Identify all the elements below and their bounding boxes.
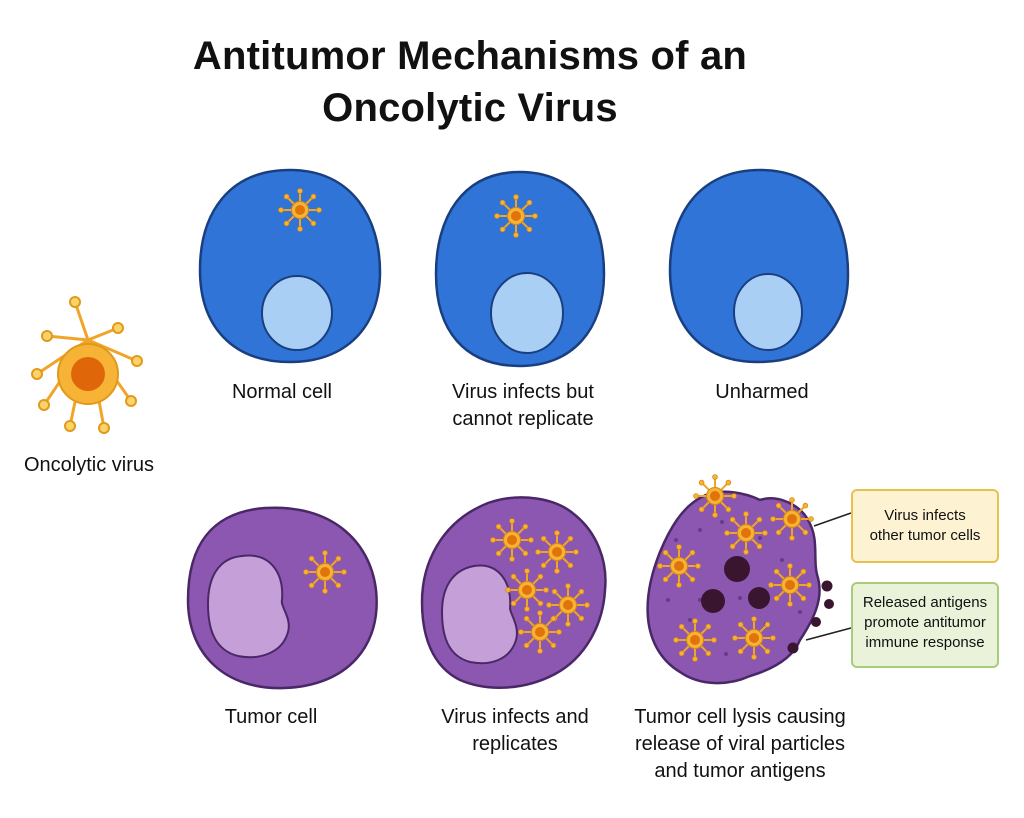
virus-particle-icon [656,543,702,589]
oncolytic-virus-icon [31,296,143,434]
virus-replicates-label: Virus infects and replicates [441,706,589,755]
virus-particle-icon [769,496,815,542]
lysing-tumor-cell [646,473,821,685]
released-antigen [824,599,834,609]
unharmed-label: Unharmed [715,381,809,403]
tumor-antigen [701,589,725,613]
tumor-cell-label: Tumor cell [224,706,318,728]
virus-particle-icon [672,617,718,663]
tumor-antigen [724,556,750,582]
virus-particle-icon [534,529,580,575]
virus-particle-icon [723,510,769,556]
page-title: Antitumor Mechanisms of an Oncolytic Vir… [60,30,880,134]
normal-cell [198,168,382,364]
released-antigen [811,617,821,627]
released-antigen [787,642,799,654]
title-line-1: Antitumor Mechanisms of an [192,34,748,78]
virus-particle-icon [504,567,550,613]
virus-replicating-tumor-cell [420,496,607,689]
tumor-antigen [748,587,770,609]
virus-particle-icon [517,609,563,655]
tumor-cell [186,506,378,690]
normal-cell-label: Normal cell [231,381,333,403]
virus-particle-icon [489,517,535,563]
virus-infects-no-replicate-label: Virus infects but cannot replicate [452,381,594,430]
virus-particle-icon [302,549,348,595]
virus-particle-icon [731,615,777,661]
lysis-label: Tumor cell lysis causing release of vira… [634,706,846,782]
callout-released-antigens: Released antigens promote antitumor immu… [851,582,999,668]
released-antigen [821,580,833,592]
virus-particle-icon [277,187,323,233]
virus-particle-icon [767,562,813,608]
callout-connector [805,627,852,641]
unharmed-cell [668,168,850,364]
title-line-2: Oncolytic Virus [322,86,618,130]
callout-connector [813,512,852,527]
callout-virus-infects-others: Virus infects other tumor cells [851,489,999,563]
oncolytic-virus-label: Oncolytic virus [23,454,155,476]
virus-particle-icon [692,473,738,519]
virus-particle-icon [493,193,539,239]
infected-normal-cell [434,170,606,368]
